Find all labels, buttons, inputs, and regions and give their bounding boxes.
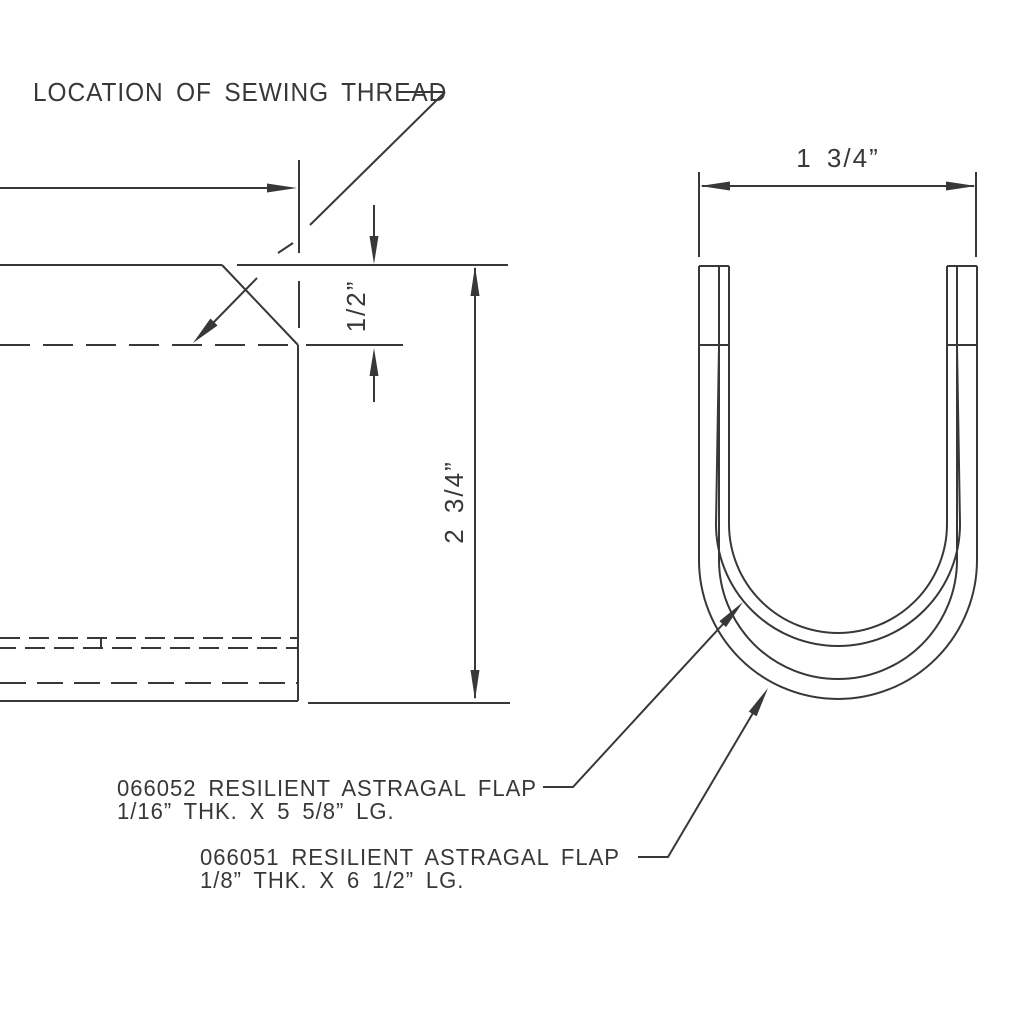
side-view-dimensions (237, 205, 510, 704)
leader-066052-arrowhead (719, 602, 743, 628)
leader-066051 (638, 712, 754, 858)
leader-diagonal-lower (211, 277, 258, 325)
leader-066051-arrowhead (748, 688, 768, 717)
label-066052-title: 066052 RESILIENT ASTRAGAL FLAP (117, 775, 537, 801)
outer-flap-outer-surface (698, 266, 978, 700)
part-label-leaders (543, 602, 768, 858)
leader-diagonal-dash (277, 242, 294, 254)
channel-width-dimension: 1 3/4” (796, 143, 880, 173)
label-066051-spec: 1/8” THK. X 6 1/2” LG. (200, 867, 465, 893)
flap-height-dimension: 2 3/4” (439, 460, 469, 544)
label-066052-spec: 1/16” THK. X 5 5/8” LG. (117, 798, 395, 824)
side-view (0, 160, 300, 702)
sewing-note-leader (193, 91, 446, 343)
thread-offset-arrow-down (369, 236, 379, 264)
length-arrowhead (267, 183, 297, 193)
label-066051-title: 066051 RESILIENT ASTRAGAL FLAP (200, 844, 620, 870)
inner-flap-outer-surface (714, 346, 962, 647)
sewing-thread-note: LOCATION OF SEWING THREAD (33, 77, 448, 107)
flap-height-arrow-up (470, 266, 480, 296)
end-view-dimensions (698, 172, 977, 257)
inner-flap-inner-surface (728, 266, 948, 634)
channel-width-arrow-left (700, 181, 730, 191)
flap-height-arrow-down (470, 670, 480, 700)
sewing-note-arrowhead (193, 318, 218, 343)
leader-066052 (543, 622, 725, 788)
flap-corner-chamfer (221, 264, 299, 346)
end-view (698, 265, 978, 700)
channel-width-arrow-right (946, 181, 976, 191)
leader-diagonal-upper (309, 91, 446, 226)
outer-flap-inner-surface (718, 266, 958, 680)
thread-offset-dimension: 1/2” (341, 279, 371, 333)
thread-offset-arrow-up (369, 348, 379, 376)
